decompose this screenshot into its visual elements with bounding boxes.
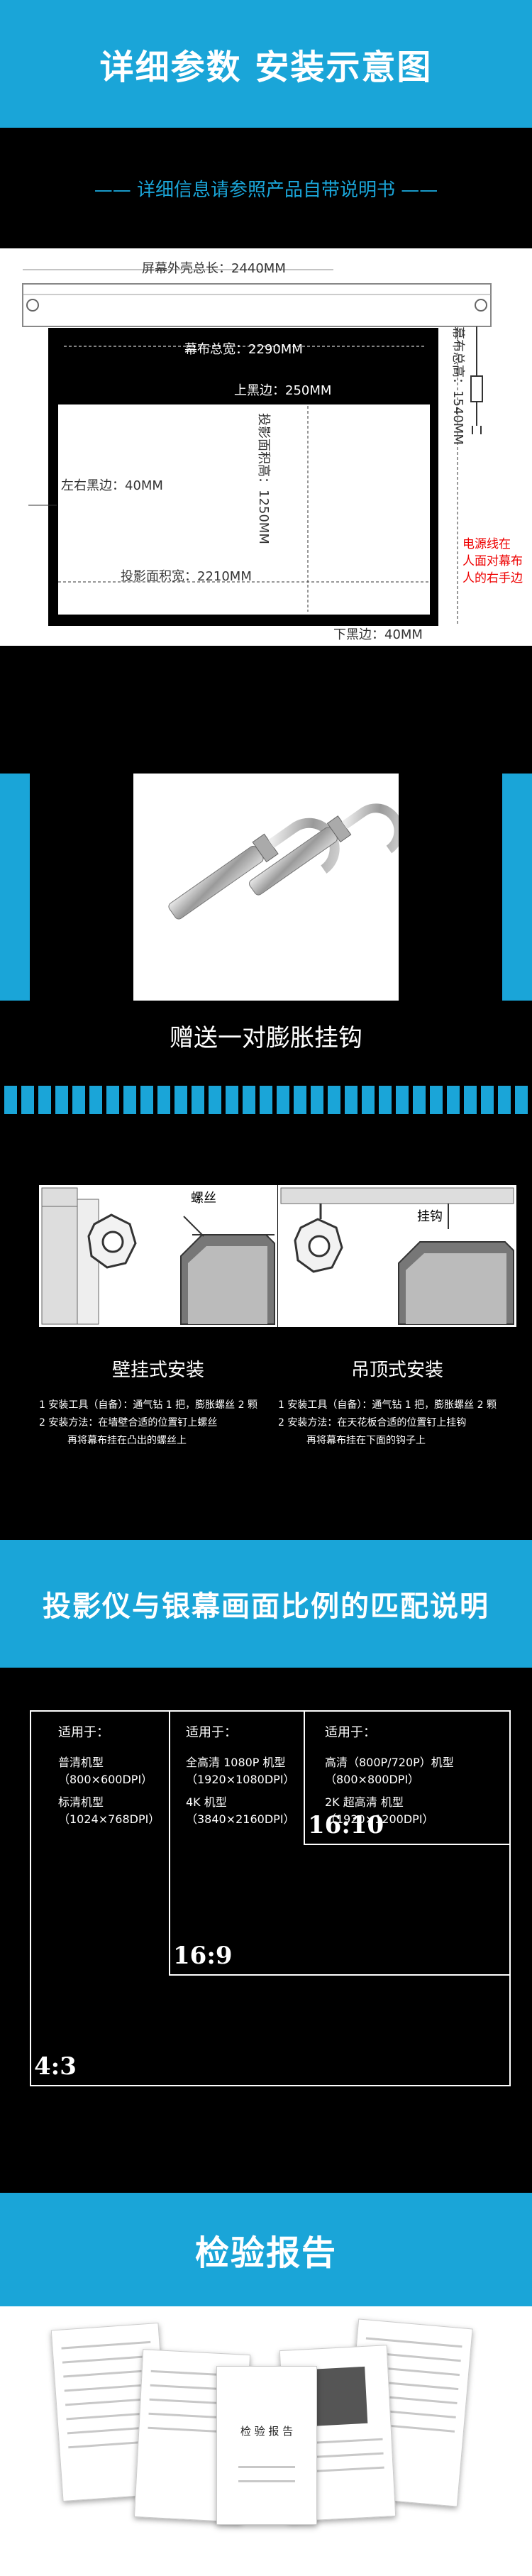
wall-step-2: 2 安装方法：在墙壁合适的位置钉上螺丝: [39, 1417, 218, 1429]
wall-screw-label: 螺丝: [191, 1191, 216, 1206]
ratio-16-9-line-1: 全高清 1080P 机型: [186, 1756, 286, 1769]
hooks-illustration: [168, 803, 404, 920]
wall-mount-steps: 1 安装工具（自备）：通气钻 1 把，膨胀螺丝 2 颗 2 安装方法：在墙壁合适…: [39, 1397, 257, 1450]
diagram-lines: [22, 269, 492, 626]
ceiling-step-2: 2 安装方法：在天花板合适的位置钉上挂钩: [278, 1417, 467, 1429]
ratio-4-3-line-4: （1024×768DPI）: [58, 1812, 160, 1826]
label-bottom-black: 下黑边：40MM: [333, 627, 423, 642]
report-title: 检验报告: [194, 2233, 337, 2273]
ceiling-hook-label: 挂钩: [417, 1209, 443, 1224]
report-cover: 检 验 报 告: [216, 2366, 317, 2525]
ceiling-mount-diagram: 挂钩: [278, 1185, 516, 1327]
wall-mount-illustration: [41, 1187, 275, 1325]
ratio-16-10-line-4: （1920×1200DPI）: [325, 1812, 434, 1826]
ratio-box-16-10: [304, 1710, 511, 1845]
ratio-16-10-line-3: 2K 超高清 机型: [325, 1795, 404, 1809]
ceiling-mount-steps: 1 安装工具（自备）：通气钻 1 把，膨胀螺丝 2 颗 2 安装方法：在天花板合…: [278, 1397, 497, 1450]
expansion-hooks-photo: [133, 774, 404, 1001]
ratio-4-3-info: 适用于： 普清机型 （800×600DPI） 标清机型 （1024×768DPI…: [58, 1724, 160, 1828]
ratio-16-10-info: 适用于： 高清（800P/720P）机型 （800×800DPI） 2K 超高清…: [325, 1724, 454, 1828]
inspection-report-photos: 检 验 报 告: [0, 2306, 532, 2576]
right-accent-bar: [502, 774, 532, 1001]
ratio-4-3-line-2: （800×600DPI）: [58, 1773, 153, 1786]
power-note-line-3: 人的右手边: [462, 571, 523, 585]
ratio-16-9-heading: 适用于：: [186, 1725, 237, 1740]
label-proj-height: 投影面积高：1250MM: [256, 413, 271, 544]
ratio-16-9-line-3: 4K 机型: [186, 1795, 227, 1809]
ceiling-mount-illustration: [280, 1187, 514, 1325]
label-shell-length: 屏幕外壳总长：2440MM: [142, 261, 286, 276]
power-note-line-1: 电源线在: [462, 537, 511, 551]
ratio-label-16-10: 16:10: [308, 1811, 384, 1839]
ratio-title: 投影仪与银幕画面比例的匹配说明: [43, 1590, 489, 1623]
ratio-16-10-heading: 适用于：: [325, 1725, 376, 1740]
ratio-4-3-line-1: 普清机型: [58, 1756, 104, 1769]
section-title: 详细参数 安装示意图: [99, 48, 433, 87]
hooks-caption: 赠送一对膨胀挂钩: [170, 1024, 362, 1052]
ceiling-step-3: 再将幕布挂在下面的钩子上: [278, 1435, 426, 1446]
power-note-line-2: 人面对幕布: [462, 554, 523, 568]
left-accent-bar: [0, 774, 30, 1001]
wall-step-3: 再将幕布挂在凸出的螺丝上: [39, 1435, 187, 1446]
ratio-label-16-9: 16:9: [173, 1942, 233, 1970]
wall-mount-diagram: 螺丝: [39, 1185, 277, 1327]
section-header-report: 检验报告: [0, 2193, 532, 2306]
power-note: 电源线在 人面对幕布 人的右手边: [462, 536, 523, 587]
ratio-16-9-line-4: （3840×2160DPI）: [186, 1812, 295, 1826]
wall-step-1: 1 安装工具（自备）：通气钻 1 把，膨胀螺丝 2 颗: [39, 1399, 257, 1411]
ratio-4-3-line-3: 标清机型: [58, 1795, 104, 1809]
label-top-black: 上黑边：250MM: [234, 383, 332, 398]
hooks-section: 赠送一对膨胀挂钩: [0, 774, 532, 1086]
ceiling-mount-title: 吊顶式安装: [350, 1360, 443, 1381]
wall-mount-title: 壁挂式安装: [111, 1360, 204, 1381]
sub-caption: —— 详细信息请参照产品自带说明书 ——: [94, 179, 438, 201]
segment-strip: [0, 1086, 532, 1114]
section-header-install: 详细参数 安装示意图: [0, 0, 532, 128]
label-side-black: 左右黑边：40MM: [61, 478, 163, 493]
section-header-ratio: 投影仪与银幕画面比例的匹配说明: [0, 1540, 532, 1668]
dimension-diagram: 屏幕外壳总长：2440MM 幕布总宽：2290MM 上黑边：250MM 左右黑边…: [0, 248, 532, 646]
report-cover-heading: 检 验 报 告: [240, 2425, 294, 2438]
ratio-16-9-line-2: （1920×1080DPI）: [186, 1773, 295, 1786]
label-proj-width: 投影面积宽：2210MM: [121, 569, 252, 584]
ratio-label-4-3: 4:3: [34, 2052, 77, 2081]
ratio-16-9-info: 适用于： 全高清 1080P 机型 （1920×1080DPI） 4K 机型 （…: [186, 1724, 295, 1828]
ratio-16-10-line-2: （800×800DPI）: [325, 1773, 420, 1786]
ratio-4-3-heading: 适用于：: [58, 1725, 109, 1740]
label-screen-width: 幕布总宽：2290MM: [184, 342, 303, 357]
install-methods: 螺丝 壁挂式安装 1 安装工具（自备）：通气钻 1 把，膨胀螺丝 2 颗 2 安…: [0, 1114, 532, 1540]
ceiling-step-1: 1 安装工具（自备）：通气钻 1 把，膨胀螺丝 2 颗: [278, 1399, 497, 1411]
ratio-diagram: 适用于： 普清机型 （800×600DPI） 标清机型 （1024×768DPI…: [0, 1668, 532, 2193]
label-screen-height: 幕布总高：1540MM: [450, 326, 465, 445]
ratio-16-10-line-1: 高清（800P/720P）机型: [325, 1756, 454, 1769]
